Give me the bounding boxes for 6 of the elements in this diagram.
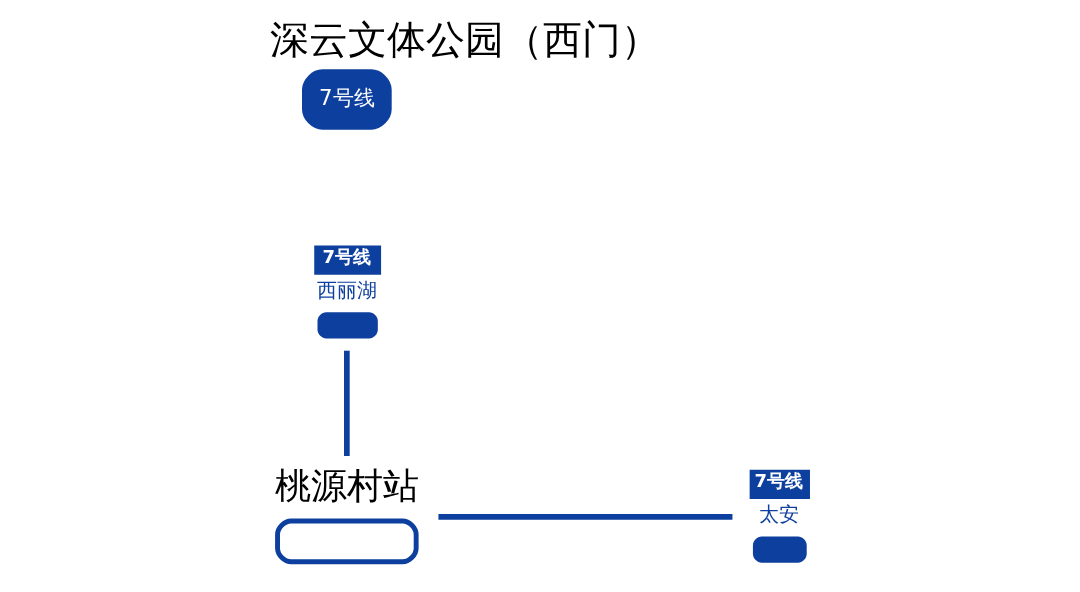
node-box [274, 518, 419, 565]
diagram-title: 深云文体公园（西门） [269, 16, 660, 62]
connector [437, 514, 732, 520]
node-label: 桃源村站 [274, 465, 419, 507]
label: 7号线 [318, 85, 375, 111]
connector [343, 350, 350, 456]
